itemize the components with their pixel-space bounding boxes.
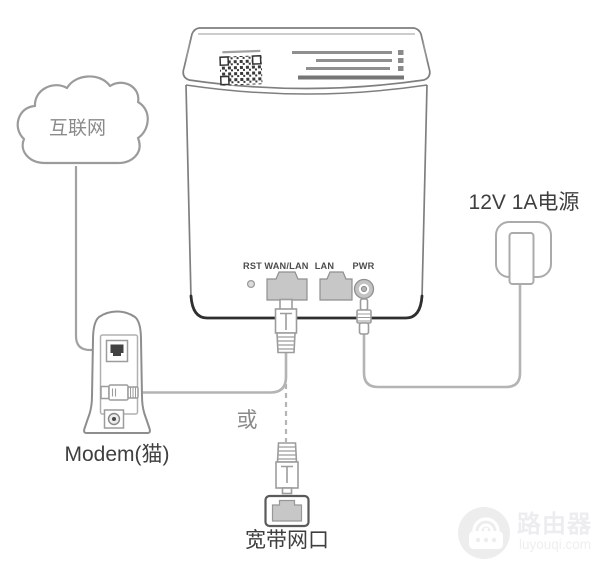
lan-label: LAN: [315, 261, 335, 271]
router-device: RST WAN/LAN LAN PWR: [182, 27, 431, 320]
device-body-fill: [186, 85, 427, 318]
modem-jack-icon: [110, 344, 124, 356]
internet-cloud: 互联网: [16, 75, 149, 165]
qr-finder-bl: [219, 75, 230, 86]
ethernet-plug-wan: [274, 298, 298, 354]
rst-label: RST: [243, 261, 262, 271]
modem-lan-plug: [100, 384, 139, 401]
internet-cable: [74, 166, 110, 352]
power-cable: [362, 284, 522, 389]
router-icon: [469, 517, 503, 549]
qr-code: [219, 49, 263, 86]
wan-lan-label: WAN/LAN: [264, 261, 308, 271]
device-right-edge: [421, 84, 428, 299]
qr-pattern: [219, 55, 263, 86]
wall-port-label: 宽带网口: [245, 529, 329, 552]
adapter-plug-block: [508, 232, 535, 285]
ethernet-cable: [138, 352, 288, 394]
wall-port-jack: [271, 499, 303, 522]
cables: [74, 166, 522, 442]
ethernet-plug-wall: [275, 442, 299, 495]
qr-finder-tr: [251, 55, 262, 65]
modem-label: Modem(猫): [64, 443, 169, 466]
qr-finder-tl: [219, 56, 230, 66]
power-adapter: 12V 1A电源: [469, 191, 580, 285]
power-adapter-label: 12V 1A电源: [469, 191, 580, 214]
device-top-label-lines: [292, 50, 404, 80]
qr-caption-line: [222, 49, 261, 54]
pwr-jack: [353, 278, 375, 300]
modem-coax-port: [103, 409, 125, 429]
cloud-shape: [16, 75, 149, 165]
watermark-brand: 路由器: [517, 510, 592, 538]
top-face-corner-bevels: [185, 39, 428, 63]
rst-button: [246, 279, 256, 289]
watermark-logo: 路由器 luyouqi.com: [458, 507, 592, 559]
watermark-site: luyouqi.com: [519, 537, 591, 552]
wall-broadband-port: 宽带网口: [245, 494, 329, 552]
device-shoulder-line: [185, 84, 428, 95]
power-plug: [356, 298, 372, 335]
device-bottom-edge: [189, 294, 424, 320]
lan-port: [319, 271, 353, 301]
or-label: 或: [237, 409, 258, 432]
modem: Modem(猫): [64, 310, 170, 466]
pwr-label: PWR: [352, 261, 374, 271]
device-left-edge: [185, 84, 192, 299]
internet-label: 互联网: [49, 117, 106, 139]
